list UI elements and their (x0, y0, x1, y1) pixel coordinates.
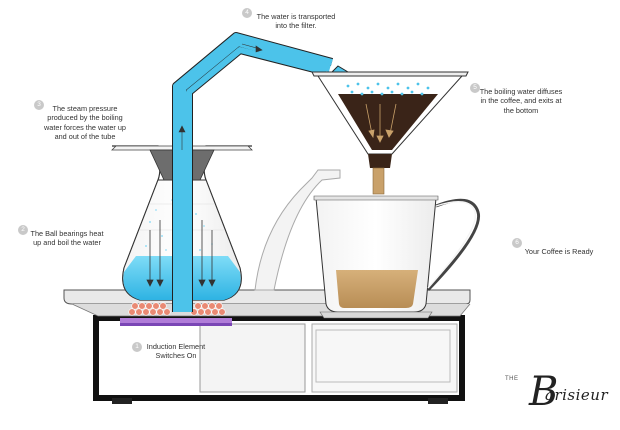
coffee-cup (313, 195, 481, 319)
flask-arrows (146, 220, 216, 287)
logo-letter: B (529, 369, 559, 415)
step-5-text: The boiling water diffuses in the coffee… (479, 87, 563, 115)
step-6-text: Your Coffee is Ready (524, 247, 594, 256)
step-3-text: The steam pressure produced by the boili… (44, 104, 126, 142)
step-3-number: 3 (34, 100, 44, 110)
coffee-filter (311, 71, 469, 168)
coffee-grounds (338, 94, 438, 150)
step-2-annotation: 2 The Ball bearings heat up and boil the… (18, 225, 108, 248)
step-2-text: The Ball bearings heat up and boil the w… (30, 229, 104, 248)
tube-arrows (178, 43, 263, 150)
step-3-annotation: 3 The steam pressure produced by the boi… (34, 100, 130, 142)
transport-tube (172, 32, 369, 312)
machine-base (93, 315, 465, 404)
ball-bearings (128, 302, 226, 316)
step-4-annotation: 4 The water is transported into the filt… (242, 8, 340, 31)
step-6-number: 6 (512, 238, 522, 248)
step-1-number: 1 (132, 342, 142, 352)
filter-drops (346, 82, 430, 96)
step-2-number: 2 (18, 225, 28, 235)
barisieur-logo: THE B arisieur (505, 372, 615, 416)
logo-prefix: THE (505, 376, 519, 382)
cup-coffee (336, 270, 418, 308)
step-1-annotation: 1 Induction Element Switches On (132, 342, 208, 361)
filter-arrows (365, 103, 397, 143)
step-5-number: 5 (470, 83, 480, 93)
step-4-number: 4 (242, 8, 252, 18)
induction-element (120, 318, 232, 326)
step-6-annotation: 6 Your Coffee is Ready (512, 238, 604, 256)
step-4-text: The water is transported into the filter… (256, 12, 336, 31)
logo-wordmark: arisieur (545, 386, 609, 404)
support-arm (254, 169, 341, 291)
step-5-annotation: 5 The boiling water diffuses in the coff… (470, 83, 566, 115)
step-1-text: Induction Element Switches On (146, 342, 206, 361)
